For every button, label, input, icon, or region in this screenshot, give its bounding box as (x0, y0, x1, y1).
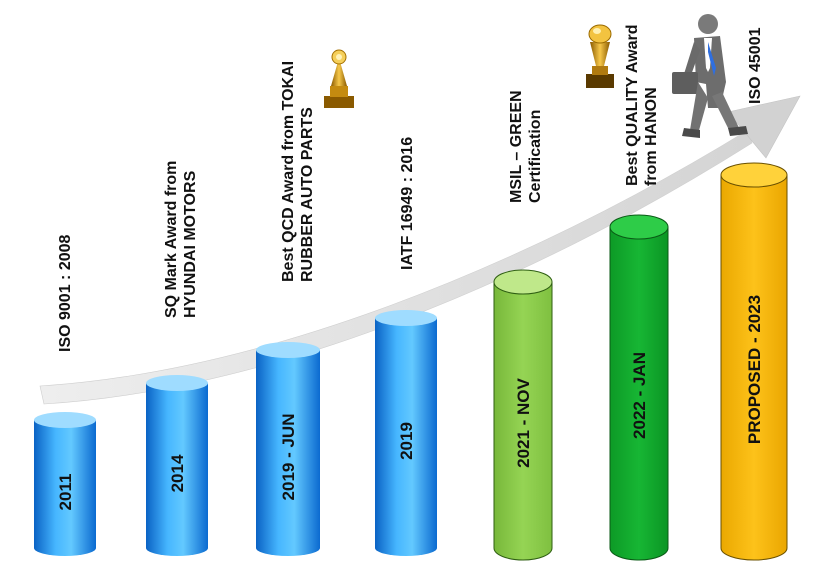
pillar-1: 2011 (34, 412, 96, 556)
person-shoe-front (728, 126, 748, 136)
pillar-year-label: 2019 (397, 422, 416, 460)
caption-line: Best QCD Award from TOKAI (280, 61, 297, 282)
pillar-year-label: 2011 (56, 474, 75, 511)
milestone-pillars: 2011 2014 2019 - JUN 2019 2021 - NOV 2022 - J… (34, 162, 788, 561)
pillar-top (256, 342, 320, 358)
pillar-top (609, 214, 669, 240)
pillar-top (146, 375, 208, 391)
milestone-caption-7: ISO 45001 (747, 27, 764, 104)
pillar-body (720, 174, 788, 561)
caption-line: Certification (527, 110, 544, 203)
pillar-7: PROPOSED - 2023 (720, 162, 788, 561)
businessman-climbing-icon (672, 14, 748, 138)
pillar-year-label: 2021 - NOV (514, 377, 533, 467)
briefcase-icon (672, 72, 698, 94)
pillar-year-label: 2014 (168, 454, 187, 492)
pillar-body (375, 318, 437, 556)
caption-line: IATF 16949 : 2016 (399, 137, 416, 270)
pillar-top (34, 412, 96, 428)
person-shoe-back (682, 128, 700, 138)
pillar-6: 2022 - JAN (609, 214, 669, 561)
milestone-caption-4: IATF 16949 : 2016 (399, 137, 416, 270)
trophy-cup (331, 58, 347, 86)
caption-line: ISO 45001 (747, 27, 764, 104)
person-arm (684, 42, 700, 78)
pillar-top (493, 269, 553, 295)
person-head (698, 14, 718, 34)
pillar-body (609, 226, 669, 561)
pillar-5: 2021 - NOV (493, 269, 553, 561)
pillar-body (493, 281, 553, 561)
person-leg-front (712, 92, 740, 132)
trophy-icon (324, 49, 354, 108)
trophy-stand (330, 86, 348, 97)
caption-line: ISO 9001 : 2008 (57, 234, 74, 352)
pillar-4: 2019 (375, 310, 437, 556)
caption-line: RUBBER AUTO PARTS (299, 107, 316, 282)
growth-arrow-head (727, 95, 801, 159)
milestone-caption-1: ISO 9001 : 2008 (57, 234, 74, 352)
pillar-2: 2014 (146, 375, 208, 556)
pillar-year-label: 2019 - JUN (279, 414, 298, 501)
person-shirt (704, 38, 712, 72)
caption-line: HYUNDAI MOTORS (182, 170, 199, 318)
person-leg-back (690, 82, 708, 134)
pillar-body (146, 383, 208, 556)
pillar-body (34, 420, 96, 556)
person-tie (708, 42, 716, 76)
pillar-year-label: 2022 - JAN (630, 352, 649, 439)
trophy-cup (590, 42, 610, 66)
pillar-body (256, 350, 320, 556)
pillar-year-label: PROPOSED - 2023 (745, 295, 764, 444)
trophy-stand (592, 66, 608, 75)
pillar-top (720, 162, 788, 188)
trophy-base (324, 96, 354, 108)
trophy-base (586, 74, 614, 88)
caption-line: from HANON (643, 87, 660, 186)
person-torso (694, 36, 726, 108)
pillar-3: 2019 - JUN (256, 342, 320, 556)
caption-line: SQ Mark Award from (163, 161, 180, 318)
trophy-icon (586, 24, 614, 88)
pillar-top (375, 310, 437, 326)
trophy-orb-shine (336, 54, 342, 60)
trophy-globe-shine (593, 28, 601, 34)
trophy-globe (588, 24, 612, 44)
caption-line: Best QUALITY Award (624, 24, 641, 186)
caption-line: MSIL – GREEN (508, 90, 525, 203)
